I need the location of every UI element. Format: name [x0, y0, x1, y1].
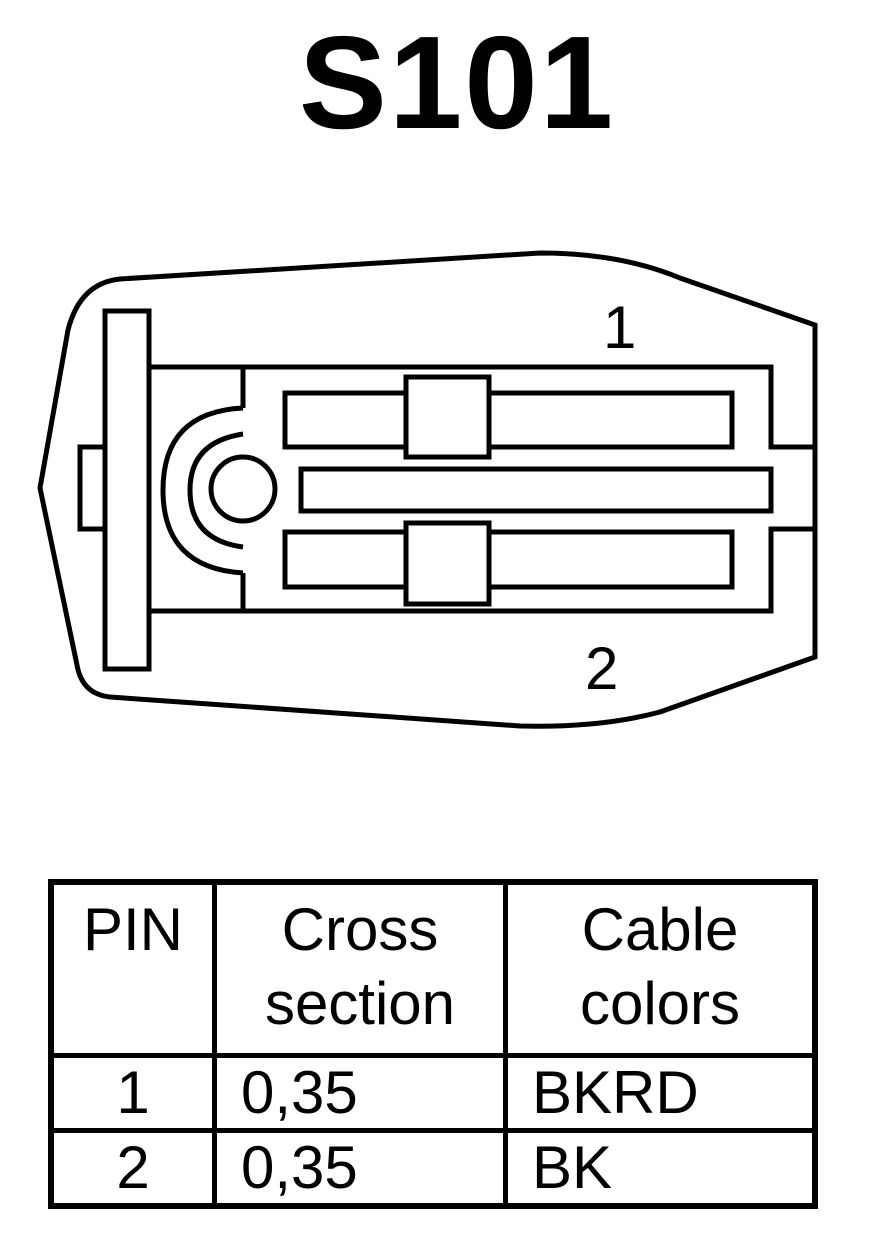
header-cross-section: Cross section [212, 879, 508, 1058]
table-row: 2 0,35 BK [48, 1128, 818, 1209]
header-pin: PIN [48, 879, 217, 1058]
connector-drawing: 1 2 [37, 250, 818, 729]
center-slot [298, 466, 774, 514]
header-cable-colors-line-1: Cable [581, 896, 739, 963]
header-cross-section-line-1: Cross [281, 896, 439, 963]
connector-title: S101 [298, 9, 616, 156]
pin-table: PIN Cross section Cable colors 1 0,35 BK… [48, 879, 818, 1209]
horseshoe-outer [160, 405, 244, 576]
pin-label-1: 1 [603, 294, 636, 361]
row-1-pin: 1 [48, 1053, 217, 1133]
row-2-cross-section: 0,35 [212, 1128, 508, 1209]
row-2-pin: 2 [48, 1128, 217, 1209]
header-cable-colors-line-2: colors [579, 970, 741, 1037]
row-1-cable-color: BKRD [503, 1053, 818, 1133]
header-cross-section-line-2: section [264, 970, 456, 1037]
header-cable-colors: Cable colors [503, 879, 818, 1058]
horseshoe-inner [187, 431, 244, 550]
terminal-1-blade [282, 390, 735, 450]
connector-housing-outline [37, 250, 818, 729]
table-header-row: PIN Cross section Cable colors [48, 879, 818, 1058]
locking-tab-catch [77, 444, 108, 532]
inner-body [149, 364, 815, 614]
row-1-cross-section: 0,35 [212, 1053, 508, 1133]
center-hole [208, 454, 278, 524]
terminal-2-crimp [403, 520, 492, 607]
terminal-1-crimp [403, 374, 492, 460]
table-row: 1 0,35 BKRD [48, 1053, 818, 1133]
locking-tab [102, 308, 152, 672]
terminal-2-blade [282, 529, 735, 590]
row-2-cable-color: BK [503, 1128, 818, 1209]
pin-label-2: 2 [585, 635, 618, 702]
